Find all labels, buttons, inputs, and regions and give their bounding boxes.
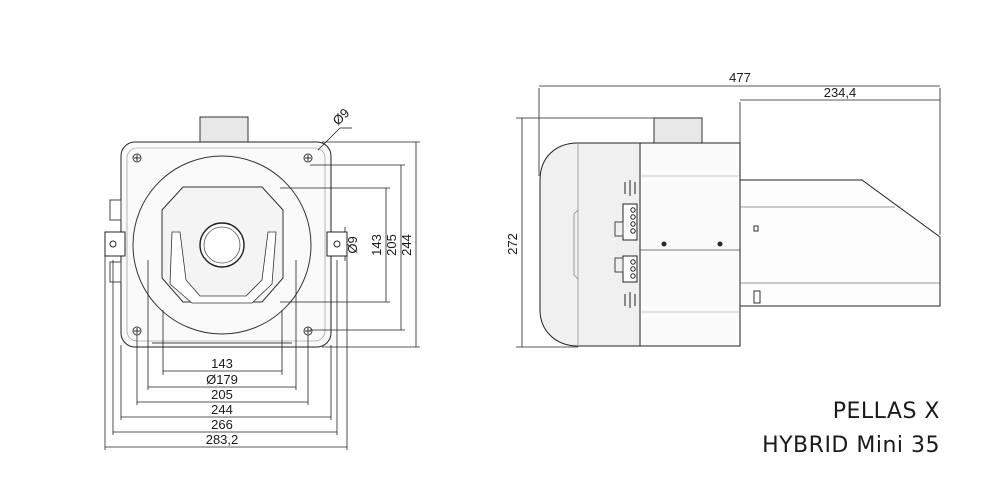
title-block: PELLAS X HYBRID Mini 35 <box>762 395 940 463</box>
dim-205-bottom: 205 <box>211 387 233 402</box>
side-dimension-labels: 477 234,4 272 <box>505 70 856 255</box>
flange-ear-right <box>326 231 348 257</box>
dim-283-bottom: 283,2 <box>206 432 239 447</box>
dim-143-bottom: 143 <box>211 356 233 371</box>
dim-143-right: 143 <box>369 234 384 256</box>
dim-205-right: 205 <box>384 234 399 256</box>
dim-244-bottom: 244 <box>211 402 233 417</box>
product-series-title: PELLAS X <box>832 399 940 424</box>
dim-hole-side: Ø9 <box>345 236 360 253</box>
burner-body <box>639 142 741 347</box>
dim-hole-top: Ø9 <box>330 105 353 128</box>
feeder-tube <box>739 179 941 307</box>
front-right-dimensions <box>280 127 420 348</box>
terminal-block <box>614 203 638 283</box>
side-dimensions <box>516 85 941 348</box>
flue-stub <box>199 116 249 143</box>
dim-272: 272 <box>505 233 520 255</box>
dim-266-bottom: 266 <box>211 417 233 432</box>
product-model-title: HYBRID Mini 35 <box>762 433 940 458</box>
flange-circle <box>132 155 312 335</box>
cable-glands <box>624 180 636 308</box>
front-cover <box>539 142 641 347</box>
side-view <box>539 117 941 347</box>
dim-234-4: 234,4 <box>824 85 857 100</box>
front-bottom-dimensions <box>104 256 348 450</box>
front-bottom-dimension-labels: 143 Ø179 205 244 266 283,2 <box>206 356 239 447</box>
front-view <box>104 116 348 348</box>
central-tube <box>199 222 245 268</box>
flange-ear-left <box>104 231 126 257</box>
dim-179-bottom: Ø179 <box>206 372 238 387</box>
dim-477: 477 <box>729 70 751 85</box>
side-flue-stub <box>653 117 703 144</box>
dim-244-right: 244 <box>399 234 414 256</box>
